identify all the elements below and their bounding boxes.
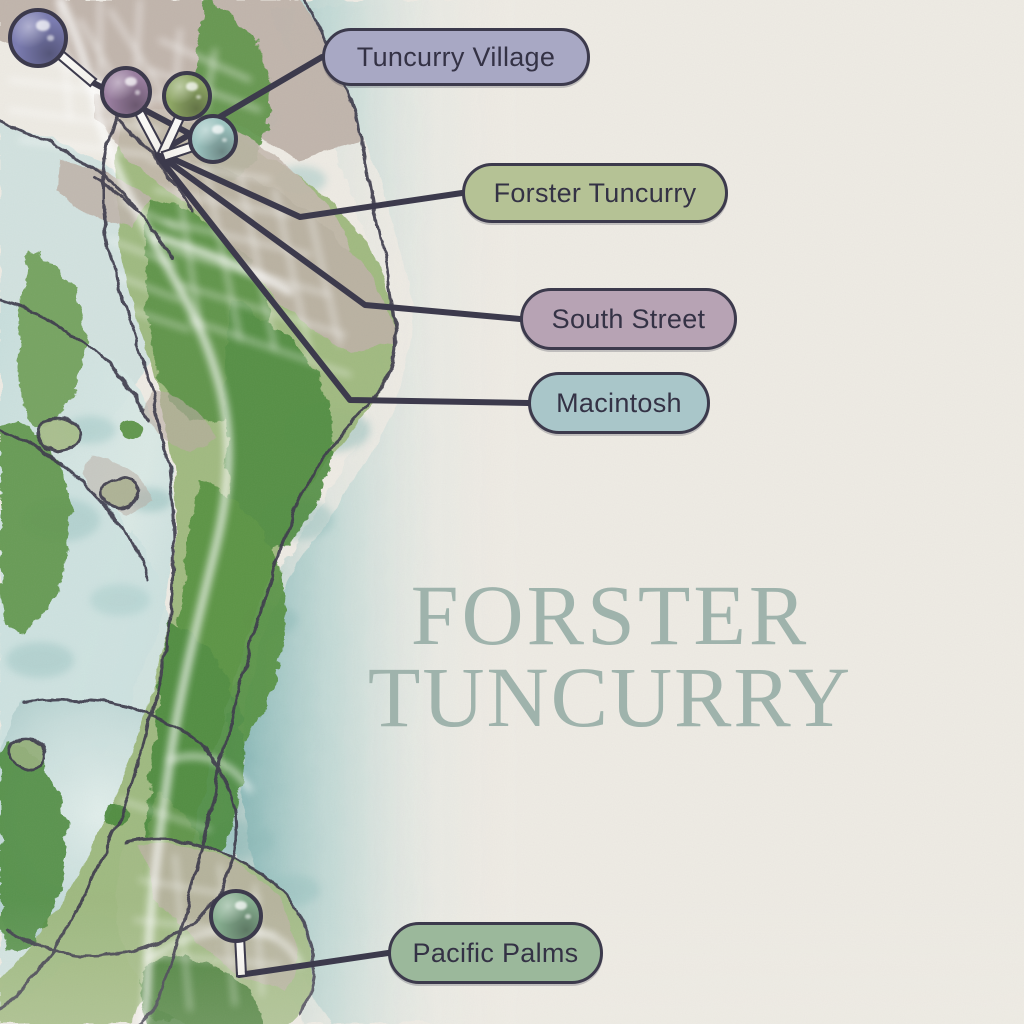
pin-tuncurry-village-highlight-small (47, 35, 54, 41)
leader-pacific-palms (236, 950, 391, 978)
leader-forster-tuncurry (155, 149, 465, 220)
pin-south-street-head-icon[interactable] (162, 71, 212, 121)
map-label-south-street[interactable]: South Street (520, 288, 737, 350)
map-label-forster-tuncurry-text: Forster Tuncurry (493, 177, 697, 208)
leader-south-street (155, 151, 523, 322)
map-label-tuncurry-village-text: Tuncurry Village (356, 41, 556, 72)
pin-south-street-shading (166, 75, 208, 117)
map-label-forster-tuncurry[interactable]: Forster Tuncurry (462, 163, 728, 223)
pin-forster-tuncurry-highlight-small (134, 90, 141, 95)
pin-macintosh-highlight-small (221, 137, 227, 142)
pin-tuncurry-village-shading (12, 12, 64, 64)
pin-forster-tuncurry-head-icon[interactable] (100, 66, 152, 118)
pin-pacific-palms-head-icon[interactable] (209, 889, 263, 943)
map-label-pacific-palms[interactable]: Pacific Palms (388, 922, 603, 984)
pin-macintosh-shading (192, 118, 234, 160)
pin-macintosh-head-icon[interactable] (188, 114, 238, 164)
map-label-macintosh[interactable]: Macintosh (528, 372, 710, 434)
leader-macintosh (155, 153, 531, 406)
map-label-macintosh-text: Macintosh (556, 387, 682, 418)
pin-tuncurry-village-highlight (36, 20, 50, 31)
map-label-south-street-text: South Street (551, 303, 706, 334)
pin-south-street-highlight-small (195, 94, 201, 99)
pin-forster-tuncurry-highlight (124, 77, 137, 87)
pin-forster-tuncurry-shading (104, 70, 148, 114)
pin-pacific-palms-highlight-small (244, 914, 251, 919)
map-label-tuncurry-village[interactable]: Tuncurry Village (322, 28, 590, 86)
map-label-pacific-palms-text: Pacific Palms (412, 937, 579, 968)
pin-tuncurry-village-head-icon[interactable] (8, 8, 68, 68)
pin-pacific-palms-highlight (234, 900, 247, 910)
pin-macintosh-highlight (212, 125, 224, 134)
pin-pacific-palms-shading (213, 893, 259, 939)
pin-south-street-highlight (186, 82, 198, 91)
